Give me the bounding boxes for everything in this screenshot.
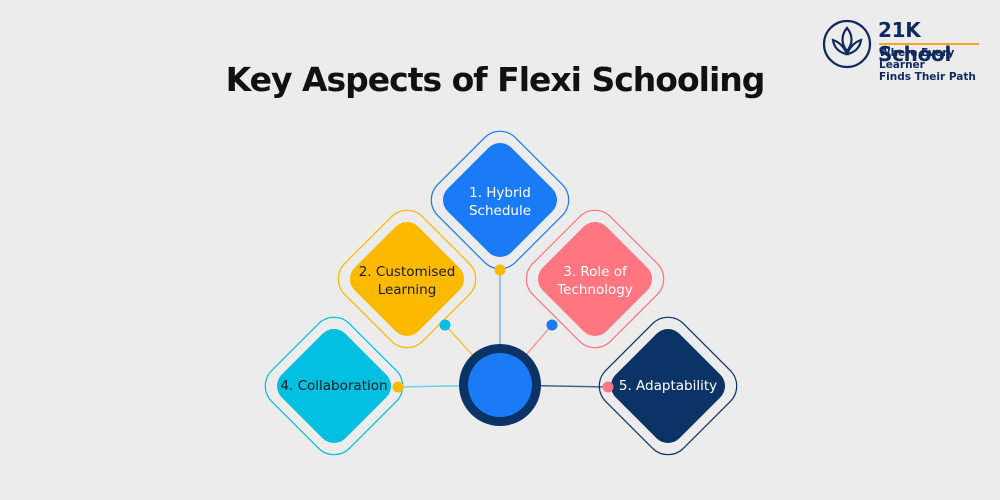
- brand-accent-rule: [879, 43, 979, 45]
- dot-3: [546, 319, 558, 331]
- dot-4: [392, 381, 404, 393]
- node-label-5-line1: 5. Adaptability: [618, 378, 718, 394]
- node-label-2-line1: 2. Customised: [358, 264, 456, 280]
- center-hub: [459, 344, 541, 426]
- node-customised-learning: [337, 209, 477, 349]
- brand-tagline: Where Every Learner Finds Their Path: [879, 47, 999, 83]
- node-label-1-line2: Schedule: [468, 203, 532, 219]
- node-adaptability: [598, 316, 738, 456]
- node-label-2: 2. Customised Learning: [347, 263, 467, 299]
- node-label-2-line2: Learning: [377, 282, 437, 298]
- node-label-3-line1: 3. Role of: [563, 264, 627, 280]
- brand-tagline-line1: Where Every Learner: [879, 47, 955, 71]
- node-hybrid-schedule: [430, 130, 570, 270]
- dot-1: [494, 264, 506, 276]
- node-collaboration: [264, 316, 404, 456]
- node-label-4: 4. Collaboration: [274, 377, 394, 395]
- dot-2: [439, 319, 451, 331]
- node-label-5: 5. Adaptability: [608, 377, 728, 395]
- brand-tagline-line2: Finds Their Path: [879, 71, 976, 83]
- dot-5: [602, 381, 614, 393]
- brand-name: 21K School: [878, 18, 952, 66]
- node-role-of-technology: [525, 209, 665, 349]
- node-label-1-line1: 1. Hybrid: [469, 185, 531, 201]
- node-label-3-line2: Technology: [557, 282, 633, 298]
- node-label-4-line1: 4. Collaboration: [280, 378, 388, 394]
- node-label-3: 3. Role of Technology: [535, 263, 655, 299]
- page-title: Key Aspects of Flexi Schooling: [225, 60, 766, 99]
- brand-logo: 21K School Where Every Learner Finds The…: [822, 18, 992, 83]
- lotus-icon: [822, 19, 872, 69]
- node-label-1: 1. Hybrid Schedule: [440, 184, 560, 220]
